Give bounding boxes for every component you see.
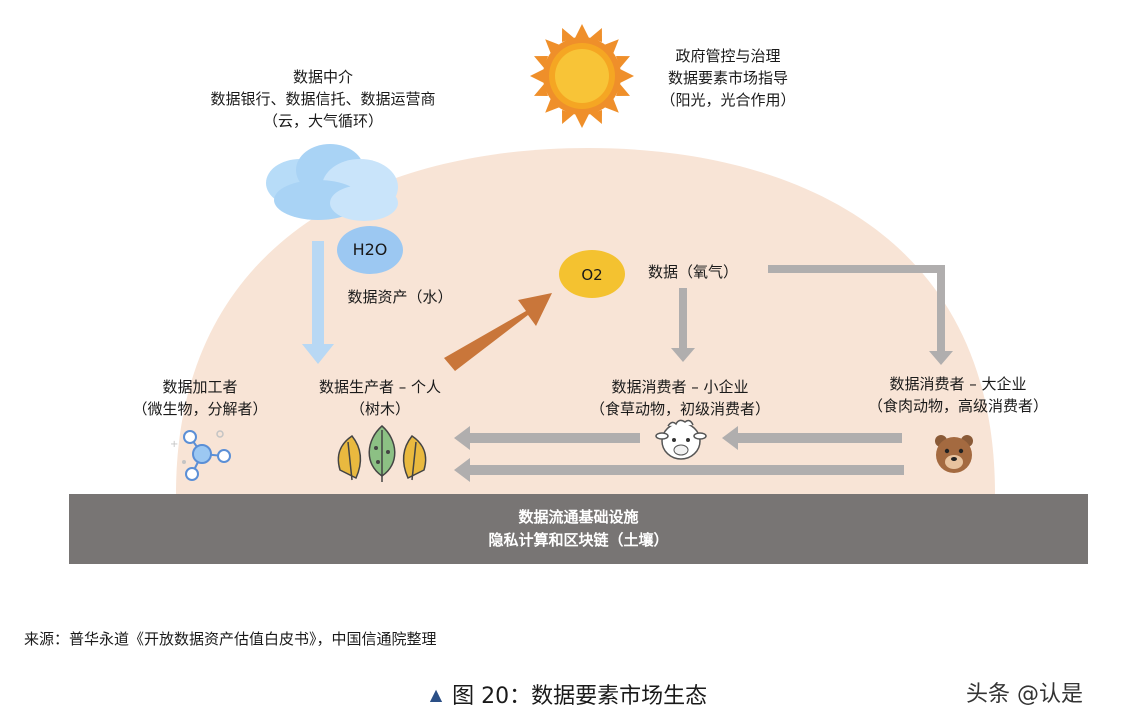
oxygen-badge — [559, 250, 625, 298]
intermediary-title: 数据中介 — [292, 68, 353, 86]
government-note: （阳光，光合作用） — [660, 91, 796, 109]
intermediary-note: （云，大气循环） — [262, 112, 383, 130]
microbe-icon: + — [170, 430, 231, 481]
infrastructure-line1: 数据流通基础设施 — [518, 508, 639, 526]
small-consumer-label: 数据消费者 – 小企业 （食草动物，初级消费者） — [570, 376, 790, 420]
intermediary-label: 数据中介 数据银行、数据信托、数据运营商 （云，大气循环） — [168, 66, 478, 132]
producer-title: 数据生产者 – 个人 — [318, 378, 442, 396]
cloud-icon — [266, 144, 398, 221]
water-flow-arrow — [302, 241, 334, 364]
figure-caption: ▲ 图 20：数据要素市场生态 — [0, 678, 1137, 710]
bear-icon — [935, 435, 973, 473]
oxygen-distribution-arrows — [671, 265, 953, 365]
caption-text: 图 20：数据要素市场生态 — [452, 684, 708, 709]
sheep-icon — [655, 419, 707, 460]
government-label: 政府管控与治理 数据要素市场指导 （阳光，光合作用） — [658, 45, 798, 111]
svg-text:+: + — [170, 439, 178, 450]
intermediary-subtitle: 数据银行、数据信托、数据运营商 — [210, 90, 436, 108]
trees-icon — [337, 425, 427, 482]
producer-note: （树木） — [349, 400, 410, 418]
infrastructure-bar: 数据流通基础设施 隐私计算和区块链（土壤） — [69, 494, 1088, 564]
large-consumer-title: 数据消费者 – 大企业 — [889, 375, 1027, 393]
water-label: 数据资产（水） — [347, 288, 453, 306]
oxygen-badge-text: O2 — [581, 266, 603, 284]
return-flow-arrows — [454, 426, 904, 482]
small-consumer-title: 数据消费者 – 小企业 — [611, 378, 749, 396]
small-consumer-note: （食草动物，初级消费者） — [589, 400, 770, 418]
large-consumer-note: （食肉动物，高级消费者） — [867, 397, 1048, 415]
producer-label: 数据生产者 – 个人 （树木） — [290, 376, 470, 420]
watermark: 头条 @认是 — [966, 682, 1083, 707]
source-note: 来源：普华永道《开放数据资产估值白皮书》，中国信通院整理 — [24, 630, 437, 648]
sun-icon — [530, 24, 634, 128]
infrastructure-line2: 隐私计算和区块链（土壤） — [488, 531, 669, 549]
processor-note: （微生物，分解者） — [132, 400, 268, 418]
water-badge — [337, 226, 403, 274]
government-title: 政府管控与治理 — [675, 47, 781, 65]
processor-label: 数据加工者 （微生物，分解者） — [120, 376, 280, 420]
oxygen-label: 数据（氧气） — [647, 263, 738, 281]
government-subtitle: 数据要素市场指导 — [667, 69, 788, 87]
water-badge-text: H2O — [352, 240, 388, 259]
large-consumer-label: 数据消费者 – 大企业 （食肉动物，高级消费者） — [848, 373, 1068, 417]
processor-title: 数据加工者 — [162, 378, 238, 396]
caption-triangle-icon: ▲ — [429, 685, 443, 704]
oxygen-production-arrow — [444, 293, 552, 371]
